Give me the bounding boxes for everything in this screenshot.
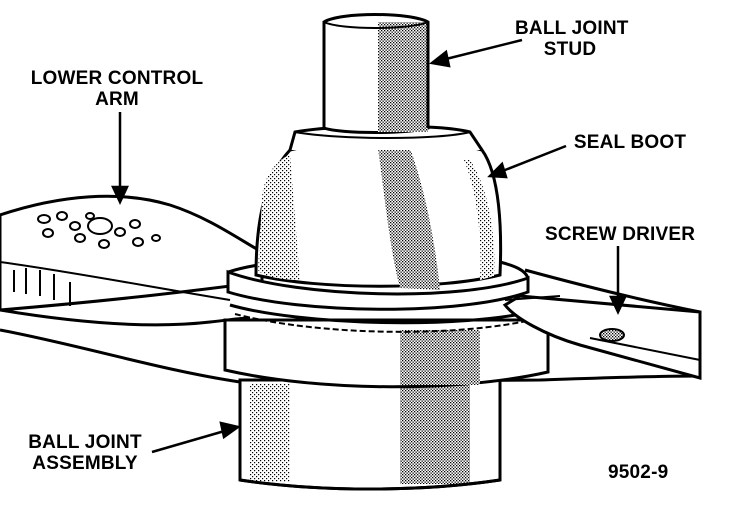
arm-holes <box>37 211 161 249</box>
arm-ribs <box>13 268 71 306</box>
label-ball-joint-assembly-line-2: ASSEMBLY <box>32 453 138 474</box>
label-screw-driver: SCREW DRIVER <box>545 224 696 245</box>
label-lower-control-arm-line-2: ARM <box>95 89 139 110</box>
label-ball-joint-stud: BALL JOINT STUD <box>515 18 629 60</box>
label-ball-joint-stud-line-2: STUD <box>543 39 597 60</box>
label-lower-control-arm: LOWER CONTROL ARM <box>22 68 212 110</box>
label-ball-joint-assembly: BALL JOINT ASSEMBLY <box>10 432 160 474</box>
label-lower-control-arm-line-1: LOWER CONTROL <box>30 68 204 89</box>
lower-control-arm <box>0 194 701 384</box>
ball-joint-stud <box>322 13 430 134</box>
leader-arrows <box>111 38 627 454</box>
figure-number: 9502-9 <box>608 462 669 483</box>
label-seal-boot: SEAL BOOT <box>573 132 687 153</box>
label-ball-joint-stud-line-1: BALL JOINT <box>515 18 629 39</box>
ball-joint-housing <box>238 378 502 491</box>
seal-boot <box>226 124 530 311</box>
screwdriver <box>502 294 702 380</box>
housing-flange <box>223 303 550 389</box>
label-ball-joint-assembly-line-1: BALL JOINT <box>28 432 142 453</box>
